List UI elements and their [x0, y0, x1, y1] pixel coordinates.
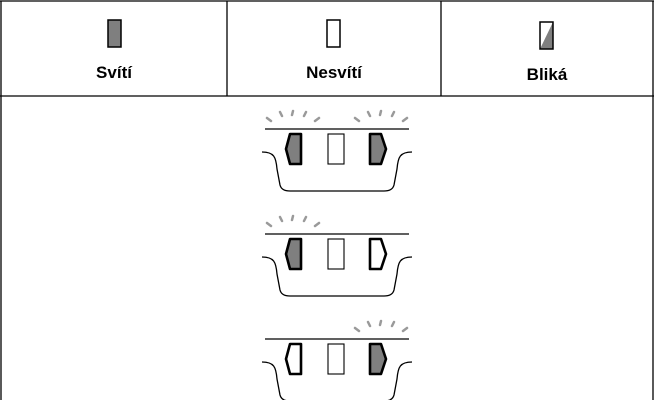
middle-led [327, 238, 345, 270]
left-led [284, 342, 303, 376]
panel-outline [261, 233, 413, 297]
right-blink-rays [353, 109, 409, 123]
middle-led [327, 133, 345, 165]
panel-both-blinking [261, 109, 413, 192]
right-led [368, 132, 388, 166]
panel-outline [261, 338, 413, 400]
legend-blink-label: Bliká [527, 65, 568, 84]
panel-outline [261, 128, 413, 192]
left-blink-rays [265, 214, 321, 228]
middle-led [327, 343, 345, 375]
legend-off: Nesvítí [306, 19, 363, 82]
legend-lit: Svítí [96, 19, 133, 82]
left-led [284, 132, 303, 166]
panel-right-blinking [261, 319, 413, 400]
legend-off-label: Nesvítí [306, 63, 363, 82]
led-blink-icon [539, 21, 554, 50]
panel-illustrations [261, 109, 413, 400]
panel-left-blinking [261, 214, 413, 297]
led-lit-icon [107, 19, 122, 48]
right-led [368, 237, 388, 271]
legend-blink: Bliká [527, 21, 568, 84]
left-blink-rays [265, 109, 321, 123]
left-led [284, 237, 303, 271]
right-blink-rays [353, 319, 409, 333]
right-led [368, 342, 388, 376]
led-off-icon [326, 19, 341, 48]
legend-lit-label: Svítí [96, 63, 133, 82]
